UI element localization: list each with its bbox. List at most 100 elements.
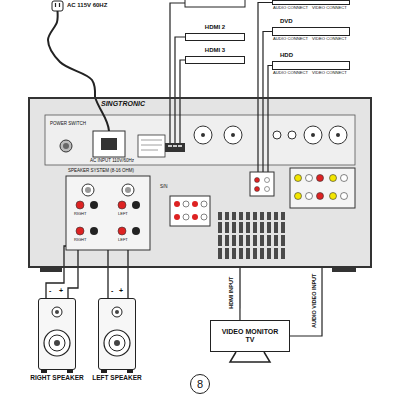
spec-plate-lines <box>141 140 162 150</box>
connector-wire <box>268 66 272 98</box>
av-source-box: AUDIO CONNECTVIDEO CONNECT <box>272 0 350 5</box>
power-switch-knob <box>63 143 69 149</box>
connector-wire <box>180 60 185 97</box>
rca-jack <box>317 175 324 182</box>
terminal-label: RIGHT <box>74 238 86 242</box>
rca-jack <box>265 178 270 183</box>
cable-label: HDMI INPUT <box>229 276 235 310</box>
speakon-jack <box>122 184 134 196</box>
node-title: VIDEO MONITOR TV <box>219 328 281 344</box>
amplifier-illustration <box>28 97 372 272</box>
power-plug: AC 115V 60HZ <box>52 1 63 11</box>
hdmi-source-box: HDMI 2 <box>185 33 245 41</box>
node-title: HDMI 3 <box>205 47 225 53</box>
connector-wire <box>263 32 272 98</box>
panel-label: SPEAKER SYSTEM (8-16 OHM) <box>68 169 134 174</box>
hdmi-input-sockets <box>165 143 185 152</box>
cable-label: AUDIO VIDEO INPUT <box>312 273 318 329</box>
speaker-minus-wire <box>107 268 108 298</box>
cabinet-fill <box>38 298 76 370</box>
binding-post <box>118 201 126 209</box>
rca-jack <box>174 201 180 207</box>
woofer <box>104 330 130 356</box>
binding-post <box>132 201 140 209</box>
speaker-foot <box>41 370 47 373</box>
terminal-label: LEFT <box>118 212 128 216</box>
connector-wire <box>48 11 95 97</box>
rca-jack <box>341 193 348 200</box>
ac-input-hole <box>101 138 117 150</box>
plug-body <box>52 1 63 11</box>
node-text: VIDEO CONNECT <box>312 37 347 41</box>
center-jacks <box>174 201 207 220</box>
polarity-mark: - <box>111 287 113 294</box>
speaker-panel <box>66 176 150 250</box>
tweeter-dome <box>115 310 119 314</box>
center-jack-panel <box>170 196 210 226</box>
xlr-connector <box>194 126 212 144</box>
tweeter <box>112 307 122 317</box>
xlr-pin <box>336 133 340 137</box>
xlr-pin <box>311 133 315 137</box>
rca-jack <box>201 214 207 220</box>
node-text: VIDEO CONNECT <box>312 71 347 75</box>
tv-stand-shape <box>230 352 270 362</box>
speakon-core <box>85 187 91 193</box>
rca-jack <box>306 193 313 200</box>
hdmi-source-box: HDMI 3 <box>185 56 245 64</box>
power-switch <box>60 140 72 152</box>
node-text: AUDIO CONNECT <box>273 37 308 41</box>
rca-jack <box>330 193 337 200</box>
polarity-mark: + <box>119 287 123 294</box>
xlr-connector <box>224 126 242 144</box>
polarity-mark: + <box>59 287 63 294</box>
panel-label: S/N <box>160 185 168 190</box>
rca-jack <box>183 201 189 207</box>
xlr-pin <box>201 133 205 137</box>
hdmi-wire-stub <box>170 97 180 143</box>
node-title: DVD <box>280 18 293 24</box>
connector-wire <box>68 268 78 298</box>
av-input-block <box>250 172 274 196</box>
rca-jack <box>174 214 180 220</box>
speaker-terminals <box>76 184 140 235</box>
binding-post <box>90 227 98 235</box>
hdmi-source-box <box>185 0 245 7</box>
small-jack <box>273 131 281 139</box>
node-title: HDD <box>280 52 293 58</box>
node-text: VIDEO CONNECT <box>312 6 347 10</box>
tv-monitor-box: VIDEO MONITOR TV <box>210 320 290 352</box>
speakon-core <box>125 187 131 193</box>
binding-post <box>76 227 84 235</box>
round-connectors <box>194 126 347 144</box>
terminal-label: LEFT <box>118 238 128 242</box>
node-title: SINGTRONIC <box>101 100 145 107</box>
rca-jack <box>341 175 348 182</box>
connector-wire <box>239 268 240 320</box>
av-input-jacks <box>255 178 270 192</box>
speaker-foot <box>127 370 133 373</box>
panel-label: POWER SWITCH <box>50 122 86 127</box>
small-jack <box>288 131 296 139</box>
rca-jack <box>295 175 302 182</box>
binding-post <box>118 227 126 235</box>
spec-plate <box>138 135 165 157</box>
binding-post <box>132 227 140 235</box>
rca-jack <box>317 193 324 200</box>
node-title: AUDIO CONNECT <box>273 6 308 10</box>
node-title: HDMI 2 <box>205 24 225 30</box>
connector-group <box>48 3 322 337</box>
rca-jack <box>201 201 207 207</box>
speaker-illustration <box>38 268 136 373</box>
dvd-player-box: DVDAUDIO CONNECTVIDEO CONNECT <box>272 27 350 36</box>
right-jack-panel <box>290 168 355 208</box>
cabinet-fill <box>98 298 136 370</box>
speaker-foot <box>101 370 107 373</box>
terminal-label: RIGHT <box>74 212 86 216</box>
rca-jack <box>183 214 189 220</box>
rca-jack <box>306 175 313 182</box>
tv-stand <box>230 352 270 362</box>
connector-wire <box>175 37 185 97</box>
node-text: AUDIO CONNECT <box>273 71 308 75</box>
speaker-minus-wire <box>46 268 64 298</box>
